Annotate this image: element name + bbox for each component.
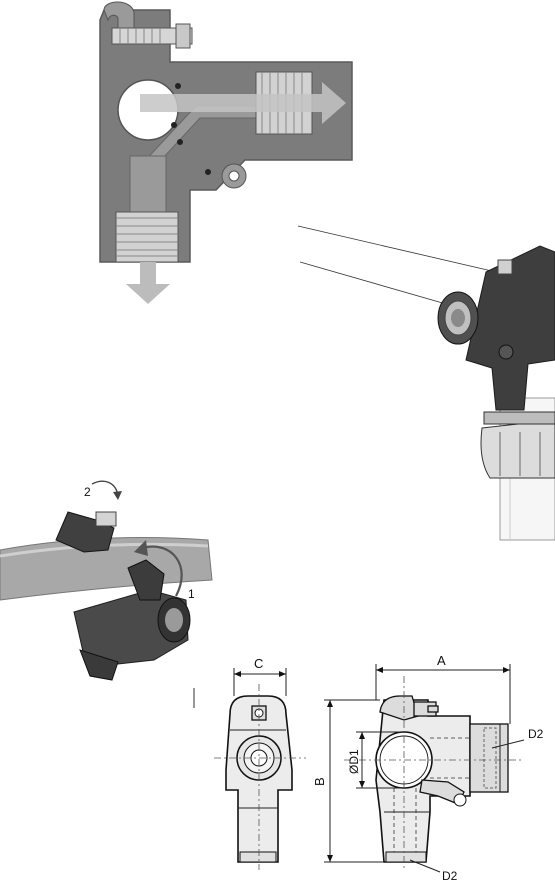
dimension-d2-bottom-label: D2	[442, 869, 458, 883]
bottom-outlet-thread	[115, 211, 179, 263]
dimension-c-label: C	[254, 656, 263, 671]
dimension-b-label: B	[312, 777, 327, 786]
dimension-c	[233, 668, 287, 696]
step-2-label: 2	[84, 485, 91, 499]
dimension-b	[324, 699, 384, 863]
flow-arrow-right	[140, 82, 346, 124]
dimension-d2-side-label: D2	[528, 727, 544, 741]
leader-line-top	[297, 225, 497, 273]
flow-arrow-down	[126, 262, 170, 304]
leader-d2-side	[491, 739, 525, 749]
clamp-hinge	[127, 559, 165, 601]
bottom-channel	[129, 155, 167, 215]
dimension-a-label: A	[437, 653, 446, 668]
fitting-body	[465, 245, 555, 411]
cutaway-inner-label: H20	[134, 127, 153, 138]
front-view	[214, 684, 306, 870]
leader-d2-bottom	[409, 859, 441, 873]
dimension-d1	[356, 731, 404, 789]
dimension-d1-label: ØD1	[347, 749, 361, 774]
side-view	[344, 676, 522, 870]
dimension-a	[375, 664, 511, 724]
leader-line-bottom	[299, 261, 447, 305]
clamp-screw	[95, 511, 117, 527]
step-1-label: 1	[188, 587, 195, 601]
rotation-arrow	[141, 545, 183, 597]
